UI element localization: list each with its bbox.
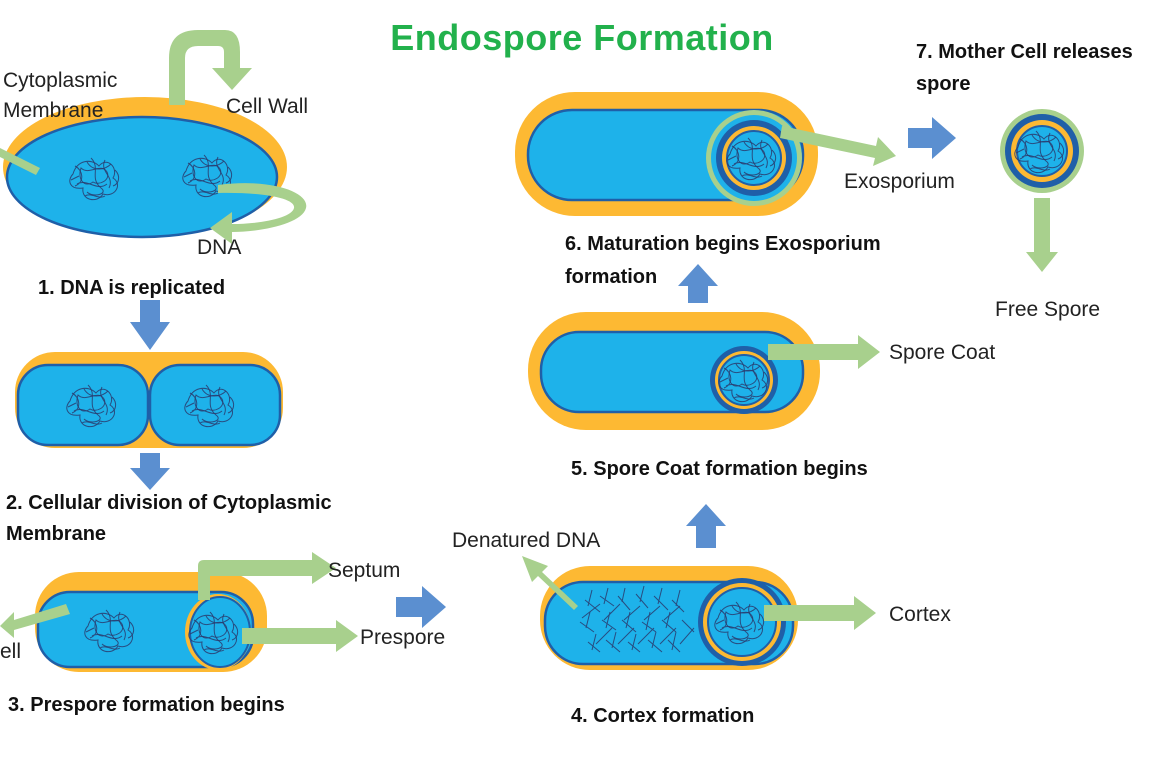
membrane-pointer-arrow <box>0 148 40 175</box>
cell-step2 <box>15 352 283 448</box>
label-denatured-dna: Denatured DNA <box>452 529 600 552</box>
cell-step4 <box>540 566 798 670</box>
label-free-spore: Free Spore <box>995 298 1100 321</box>
step-1-caption: 1. DNA is replicated <box>38 277 225 299</box>
prespore-arrow <box>242 620 358 652</box>
free-spore-arrow <box>1026 198 1058 272</box>
flow-arrow-down <box>130 300 170 350</box>
dna-arrow <box>210 183 307 244</box>
flow-arrow-right <box>396 586 446 628</box>
label-cell-partial: ell <box>0 640 21 663</box>
label-septum: Septum <box>328 559 400 582</box>
cytoplasm-left <box>16 363 150 447</box>
label-cytoplasmic-2: Membrane <box>3 99 103 122</box>
spore-core <box>707 587 777 657</box>
step-5-caption: 5. Spore Coat formation begins <box>571 458 868 480</box>
septum-arrow <box>198 552 336 600</box>
label-spore-coat: Spore Coat <box>889 341 995 364</box>
step-7-caption-2: spore <box>916 73 970 95</box>
spore-coat-arrow <box>768 335 880 369</box>
denatured-dna-arrow <box>522 556 578 610</box>
spore-core <box>1016 125 1068 177</box>
flow-arrow-up <box>678 264 718 303</box>
exosporium-arrow <box>780 126 896 166</box>
free-spore <box>1000 109 1084 193</box>
label-dna: DNA <box>197 236 241 259</box>
cell-step1 <box>3 97 287 239</box>
denatured-dna-fibers <box>579 585 695 653</box>
flow-arrow-down <box>130 453 170 490</box>
step-2-caption-1: 2. Cellular division of Cytoplasmic <box>6 492 332 514</box>
cell-pointer-arrow <box>0 604 70 638</box>
label-cortex: Cortex <box>889 603 951 626</box>
step-6-caption-2: formation <box>565 266 657 288</box>
cell-step3 <box>35 572 267 672</box>
step-6-caption-1: 6. Maturation begins Exosporium <box>565 233 881 255</box>
label-cytoplasmic-1: Cytoplasmic <box>3 69 117 92</box>
step-2-caption-2: Membrane <box>6 523 106 545</box>
step-7-caption-1: 7. Mother Cell releases <box>916 41 1133 63</box>
cytoplasm <box>5 115 279 239</box>
page-title: Endospore Formation <box>390 17 774 58</box>
cell-step6 <box>515 92 818 216</box>
cytoplasm-right <box>148 363 282 447</box>
cell-wall-arrow <box>169 30 252 105</box>
flow-arrow-up <box>686 504 726 548</box>
cortex-arrow <box>764 596 876 630</box>
step-4-caption: 4. Cortex formation <box>571 705 754 727</box>
label-prespore: Prespore <box>360 626 445 649</box>
step-3-caption: 3. Prespore formation begins <box>8 694 285 716</box>
label-cell-wall: Cell Wall <box>226 95 308 118</box>
cell-step5 <box>528 312 820 430</box>
flow-arrow-right <box>908 117 956 159</box>
label-exosporium: Exosporium <box>844 170 955 193</box>
